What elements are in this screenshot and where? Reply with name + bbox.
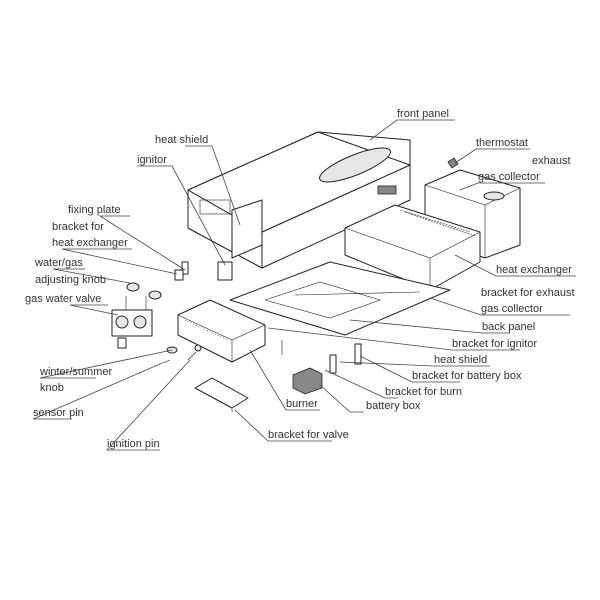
label-heat-shield-top: heat shield (155, 134, 208, 146)
ignitor-part (217, 261, 233, 281)
label-battery-box: battery box (366, 400, 421, 412)
heat-shield-bottom-part (329, 343, 362, 374)
label-bracket-exhaust-line1: bracket for exhaust (481, 287, 575, 299)
label-ignitor: ignitor (137, 154, 167, 166)
label-heat-exchanger: heat exchanger (496, 264, 572, 276)
label-knob-line2: adjusting knob (35, 274, 106, 286)
thermostat-part (447, 157, 459, 169)
label-exhaust-line1: exhaust (532, 155, 571, 167)
label-bracket-battery: bracket for battery box (412, 370, 522, 382)
bracket-valve-part (194, 377, 249, 412)
sensor-pin-part (159, 359, 171, 365)
bracket-heat-exchanger-part (174, 269, 184, 281)
burner-part (177, 299, 266, 363)
battery-box-part (292, 367, 323, 395)
label-bracket-hx-line1: bracket for (52, 221, 104, 233)
heat-exchanger-part (344, 204, 481, 291)
label-front-panel: front panel (397, 108, 449, 120)
labels: front panel heat shield ignitor thermost… (25, 108, 575, 450)
water-gas-knob-part (126, 282, 162, 300)
label-bracket-valve: bracket for valve (268, 429, 349, 441)
label-winter-line2: knob (40, 382, 64, 394)
label-winter-line1: winter/summer (39, 366, 112, 378)
gas-water-valve-part (111, 296, 153, 349)
heat-shield-part (231, 199, 263, 259)
label-gas-water-valve: gas water valve (25, 293, 101, 305)
label-fixing-plate: fixing plate (68, 204, 121, 216)
label-sensor-pin: sensor pin (33, 407, 84, 419)
back-panel-part (229, 261, 451, 336)
label-ignition-pin: ignition pin (107, 438, 160, 450)
label-knob-line1: water/gas (34, 257, 83, 269)
label-exhaust-line2: gas collector (478, 171, 540, 183)
leader-lines (32, 119, 576, 451)
ignition-pin-part (187, 344, 202, 361)
label-burner: burner (286, 398, 318, 410)
label-bracket-exhaust-line2: gas collector (481, 303, 543, 315)
label-bracket-hx-line2: heat exchanger (52, 237, 128, 249)
label-bracket-ignitor: bracket for ignitor (452, 338, 537, 350)
label-heat-shield-bottom: heat shield (434, 354, 487, 366)
label-bracket-burn: bracket for burn (385, 386, 462, 398)
label-thermostat: thermostat (476, 137, 528, 149)
label-back-panel: back panel (482, 321, 535, 333)
